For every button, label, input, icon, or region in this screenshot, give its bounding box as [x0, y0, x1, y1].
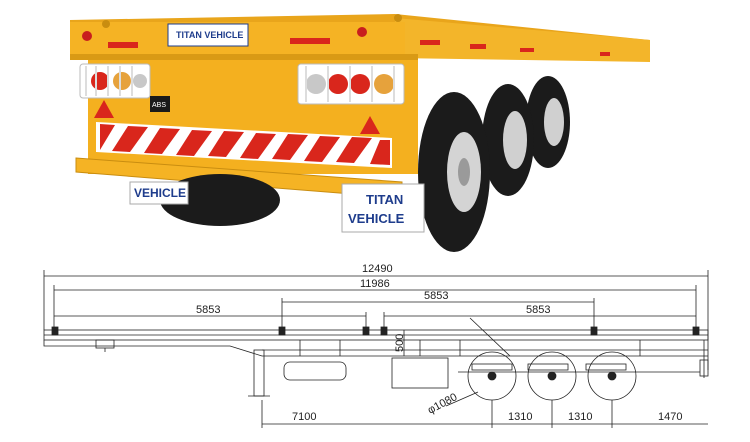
svg-text:VEHICLE: VEHICLE: [348, 211, 405, 226]
svg-text:VEHICLE: VEHICLE: [134, 186, 186, 200]
dimension-labels: 12490 11986 5853 5853 5853 500 φ1080 710…: [196, 263, 682, 423]
label-kingpin-to-axle: 7100: [292, 411, 316, 423]
label-span-right: 5853: [526, 304, 550, 316]
label-axle-spacing-2: 1310: [568, 411, 592, 423]
warning-triangle-right: [360, 116, 380, 134]
brand-sign-text: TITAN VEHICLE: [176, 30, 243, 40]
toolbox: [391, 357, 449, 389]
spare-tank: [283, 361, 347, 381]
hazard-stripe: [96, 122, 392, 168]
mudflap-left: VEHICLE: [129, 181, 189, 205]
label-deck-height: 500: [394, 334, 406, 352]
brand-sign: [167, 23, 249, 47]
drawing-main-beam: [43, 340, 708, 357]
label-overall-length: 12490: [362, 263, 393, 275]
landing-gear: [253, 349, 265, 397]
left-tail-light: [79, 63, 151, 99]
label-axle-spacing-1: 1310: [508, 411, 532, 423]
label-rear-overhang: 1470: [658, 411, 682, 423]
label-span-middle: 5853: [424, 290, 448, 302]
side-tires: [418, 76, 570, 252]
rear-tires: [160, 174, 280, 226]
warning-triangle-left: [94, 100, 114, 118]
label-wheel-diameter: φ1080: [426, 391, 460, 416]
svg-text:TITAN: TITAN: [366, 192, 403, 207]
trailer-photo: TITAN VEHICLE: [70, 14, 650, 252]
mudflap-right: TITAN VEHICLE: [341, 183, 425, 233]
label-span-left: 5853: [196, 304, 220, 316]
side-rail: [395, 18, 650, 62]
svg-text:ABS: ABS: [152, 102, 166, 109]
technical-drawing: [43, 270, 709, 428]
right-tail-light: [297, 63, 405, 105]
abs-label: [150, 96, 170, 112]
label-deck-length: 11986: [360, 278, 390, 290]
